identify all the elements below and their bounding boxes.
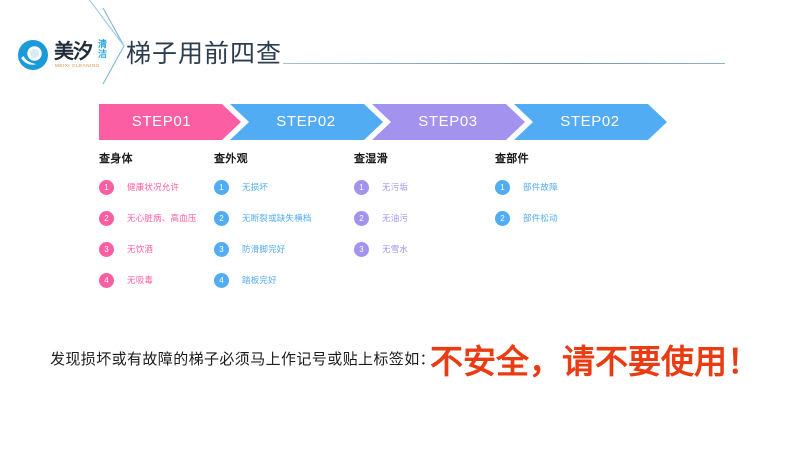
page-title: 梯子用前四查 <box>126 40 283 68</box>
item-number-badge: 2 <box>354 211 369 226</box>
checklist-column-slippery: 查湿滑 1 无污垢 2 无油污 3 无雪水 <box>354 152 514 273</box>
brand-name-cn-secondary: 清洁 <box>98 39 108 59</box>
step-banner-3[interactable]: STEP03 <box>372 104 525 140</box>
list-item: 2 无断裂或缺失横档 <box>214 211 374 226</box>
list-item: 1 无污垢 <box>354 180 514 195</box>
list-item: 4 无吸毒 <box>99 273 259 288</box>
brand-name-cn: 美汐 <box>54 41 93 63</box>
list-item: 3 防滑脚完好 <box>214 242 374 257</box>
item-label: 无损坏 <box>242 182 269 192</box>
brand-logo-icon <box>17 39 49 71</box>
list-item: 2 无油污 <box>354 211 514 226</box>
item-label: 无污垢 <box>382 182 409 192</box>
checklist-column-body: 查身体 1 健康状况允许 2 无心脏病、高血压 3 无饮酒 4 无吸毒 <box>99 152 259 304</box>
item-label: 健康状况允许 <box>127 182 180 192</box>
checklist-columns: 查身体 1 健康状况允许 2 无心脏病、高血压 3 无饮酒 4 无吸毒 查外观 <box>99 152 659 302</box>
column-heading: 查身体 <box>99 153 133 165</box>
item-number-badge: 2 <box>99 211 114 226</box>
item-label: 踏板完好 <box>242 275 277 285</box>
item-label: 无雪水 <box>382 244 409 254</box>
item-number-badge: 4 <box>99 273 114 288</box>
item-number-badge: 2 <box>495 211 510 226</box>
slide-header: 美汐 清洁 MEIXI CLEANING 梯子用前四查 <box>0 0 800 92</box>
list-item: 3 无饮酒 <box>99 242 259 257</box>
list-item: 1 健康状况允许 <box>99 180 259 195</box>
brand-name-en: MEIXI CLEANING <box>55 63 100 68</box>
header-slash-decoration <box>88 0 125 85</box>
step-banner-1[interactable]: STEP01 <box>99 104 241 140</box>
item-number-badge: 1 <box>99 180 114 195</box>
item-label: 无饮酒 <box>127 244 154 254</box>
item-label: 部件松动 <box>523 213 558 223</box>
item-number-badge: 4 <box>214 273 229 288</box>
checklist-column-parts: 查部件 1 部件故障 2 部件松动 <box>495 152 655 242</box>
item-label: 无心脏病、高血压 <box>127 213 197 223</box>
item-number-badge: 2 <box>214 211 229 226</box>
column-heading: 查湿滑 <box>354 153 388 165</box>
step-banner-4[interactable]: STEP02 <box>514 104 667 140</box>
item-number-badge: 3 <box>99 242 114 257</box>
column-list: 1 无损坏 2 无断裂或缺失横档 3 防滑脚完好 4 踏板完好 <box>214 180 374 288</box>
item-number-badge: 1 <box>354 180 369 195</box>
step-banner-row: STEP01 STEP02 STEP03 STEP02 <box>99 104 667 140</box>
column-list: 1 健康状况允许 2 无心脏病、高血压 3 无饮酒 4 无吸毒 <box>99 180 259 288</box>
item-label: 部件故障 <box>523 182 558 192</box>
brand-wordmark: 美汐 清洁 MEIXI CLEANING <box>54 39 120 71</box>
column-heading: 查部件 <box>495 153 529 165</box>
checklist-column-appearance: 查外观 1 无损坏 2 无断裂或缺失横档 3 防滑脚完好 4 踏板完好 <box>214 152 374 304</box>
list-item: 3 无雪水 <box>354 242 514 257</box>
footer-warning-text: 不安全，请不要使用！ <box>430 343 760 380</box>
item-number-badge: 1 <box>495 180 510 195</box>
item-label: 无吸毒 <box>127 275 154 285</box>
list-item: 4 踏板完好 <box>214 273 374 288</box>
item-number-badge: 3 <box>214 242 229 257</box>
item-label: 无油污 <box>382 213 409 223</box>
list-item: 1 部件故障 <box>495 180 655 195</box>
item-number-badge: 1 <box>214 180 229 195</box>
column-heading: 查外观 <box>214 153 248 165</box>
header-divider <box>283 63 725 64</box>
list-item: 2 无心脏病、高血压 <box>99 211 259 226</box>
column-list: 1 无污垢 2 无油污 3 无雪水 <box>354 180 514 257</box>
list-item: 1 无损坏 <box>214 180 374 195</box>
footer-note-text: 发现损坏或有故障的梯子必须马上作记号或贴上标签如： <box>50 351 436 368</box>
item-number-badge: 3 <box>354 242 369 257</box>
item-label: 防滑脚完好 <box>242 244 286 254</box>
item-label: 无断裂或缺失横档 <box>242 213 312 223</box>
step-banner-2[interactable]: STEP02 <box>230 104 383 140</box>
slide-footer: 发现损坏或有故障的梯子必须马上作记号或贴上标签如： 不安全，请不要使用！ <box>0 340 800 396</box>
list-item: 2 部件松动 <box>495 211 655 226</box>
column-list: 1 部件故障 2 部件松动 <box>495 180 655 226</box>
